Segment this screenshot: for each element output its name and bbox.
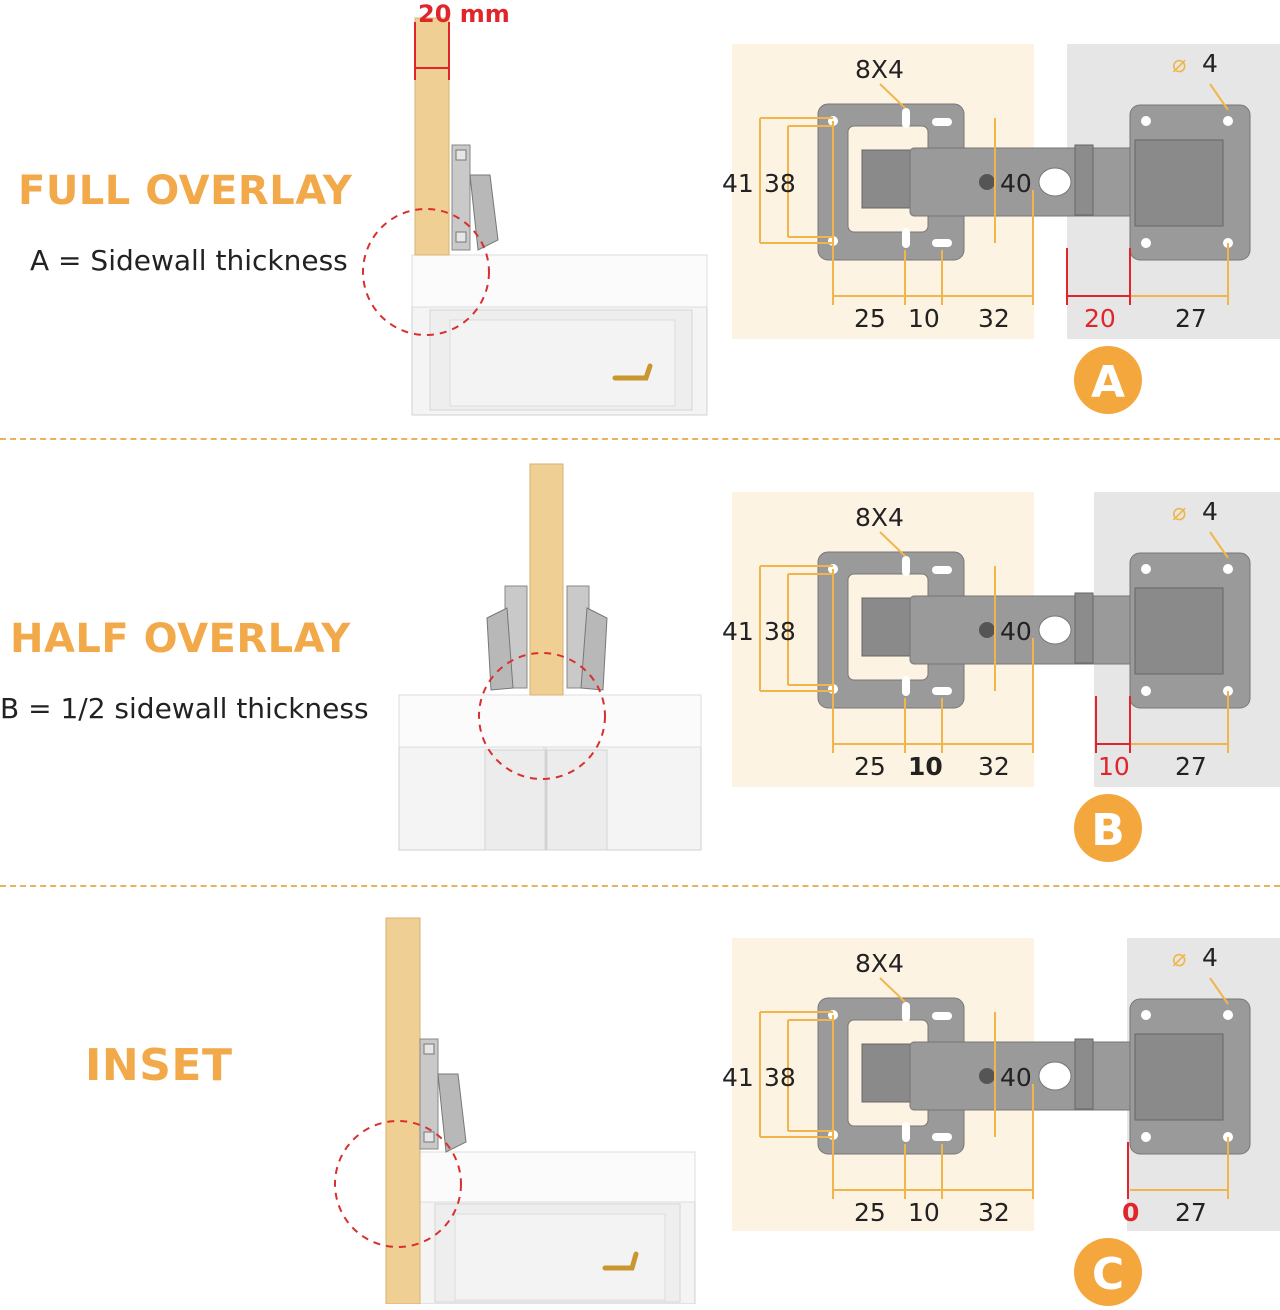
door-handle-icon — [602, 1251, 639, 1271]
width-dimension-2: 10 — [908, 304, 940, 333]
section-formula: A = Sidewall thickness — [30, 244, 348, 277]
section-title: INSET — [85, 1040, 233, 1091]
overlay-dimension: 20 — [1084, 304, 1116, 333]
hinge-illustration — [486, 585, 608, 691]
slot-dimension: 8X4 — [855, 503, 904, 532]
hinge-illustration — [419, 1038, 467, 1153]
slot-dimension: 8X4 — [855, 949, 904, 978]
width-dimension-1: 25 — [854, 1198, 886, 1227]
offset-label: 20 mm — [418, 0, 510, 28]
hole-dimension: 4 — [1202, 497, 1218, 526]
height-inner-dimension: 38 — [764, 1063, 796, 1092]
diameter-symbol-icon: ⌀ — [1172, 50, 1186, 78]
badge-letter: A — [1091, 357, 1125, 408]
height-inner-dimension: 38 — [764, 169, 796, 198]
inset-illustration — [334, 917, 696, 1304]
half-overlay-illustration — [398, 463, 702, 851]
circle-highlight-icon — [334, 1120, 462, 1248]
plate-dimension: 27 — [1175, 752, 1207, 781]
door-handle-icon — [612, 363, 653, 381]
cup-dimension: 40 — [1000, 617, 1032, 646]
section-formula: B = 1/2 sidewall thickness — [0, 692, 369, 725]
badge-letter-icon — [1074, 794, 1142, 862]
diameter-symbol-icon: ⌀ — [1172, 498, 1186, 526]
plate-dimension: 27 — [1175, 1198, 1207, 1227]
width-dimension-1: 25 — [854, 752, 886, 781]
section-half-overlay: HALF OVERLAY B = 1/2 sidewall thickness — [0, 448, 1280, 884]
circle-highlight-icon — [362, 208, 490, 336]
badge-letter-icon — [1074, 346, 1142, 414]
width-dimension-3: 32 — [978, 752, 1010, 781]
width-dimension-1: 25 — [854, 304, 886, 333]
hinge-dimension-drawing: 8X4 ⌀ 4 41 38 40 25 10 32 0 27 C — [722, 938, 1280, 1306]
width-dimension-3: 32 — [978, 304, 1010, 333]
hinge-dimension-drawing: 8X4 ⌀ 4 41 38 40 25 10 32 10 27 B — [722, 492, 1280, 862]
cup-dimension: 40 — [1000, 1063, 1032, 1092]
hinge-illustration — [451, 144, 499, 251]
circle-highlight-icon — [478, 652, 606, 780]
cup-dimension: 40 — [1000, 169, 1032, 198]
badge-letter: B — [1091, 805, 1125, 856]
full-overlay-illustration — [362, 17, 708, 416]
height-outer-dimension: 41 — [722, 169, 754, 198]
hole-dimension: 4 — [1202, 49, 1218, 78]
width-dimension-3: 32 — [978, 1198, 1010, 1227]
height-inner-dimension: 38 — [764, 617, 796, 646]
wood-sidewall — [529, 463, 564, 696]
section-title: FULL OVERLAY — [18, 168, 353, 214]
section-inset: INSET — [0, 894, 1280, 1310]
hole-dimension: 4 — [1202, 943, 1218, 972]
overlay-dimension: 0 — [1122, 1198, 1139, 1227]
wood-sidewall — [414, 17, 450, 256]
width-dimension-2: 10 — [908, 752, 943, 781]
hinge-dimension-drawing: 8X4 ⌀ 4 41 38 40 25 10 32 20 27 A — [722, 44, 1280, 414]
plate-dimension: 27 — [1175, 304, 1207, 333]
screw-icon — [979, 1068, 995, 1084]
height-outer-dimension: 41 — [722, 617, 754, 646]
screw-icon — [979, 174, 995, 190]
badge-letter: C — [1092, 1249, 1124, 1300]
section-full-overlay: FULL OVERLAY A = Sidewall thickness 20 m… — [0, 0, 1280, 440]
diameter-symbol-icon: ⌀ — [1172, 944, 1186, 972]
slot-dimension: 8X4 — [855, 55, 904, 84]
height-outer-dimension: 41 — [722, 1063, 754, 1092]
section-title: HALF OVERLAY — [10, 616, 351, 662]
badge-letter-icon — [1074, 1238, 1142, 1306]
section-divider — [0, 885, 1280, 887]
width-dimension-2: 10 — [908, 1198, 940, 1227]
screw-icon — [979, 622, 995, 638]
section-divider — [0, 438, 1280, 440]
overlay-dimension: 10 — [1098, 752, 1130, 781]
